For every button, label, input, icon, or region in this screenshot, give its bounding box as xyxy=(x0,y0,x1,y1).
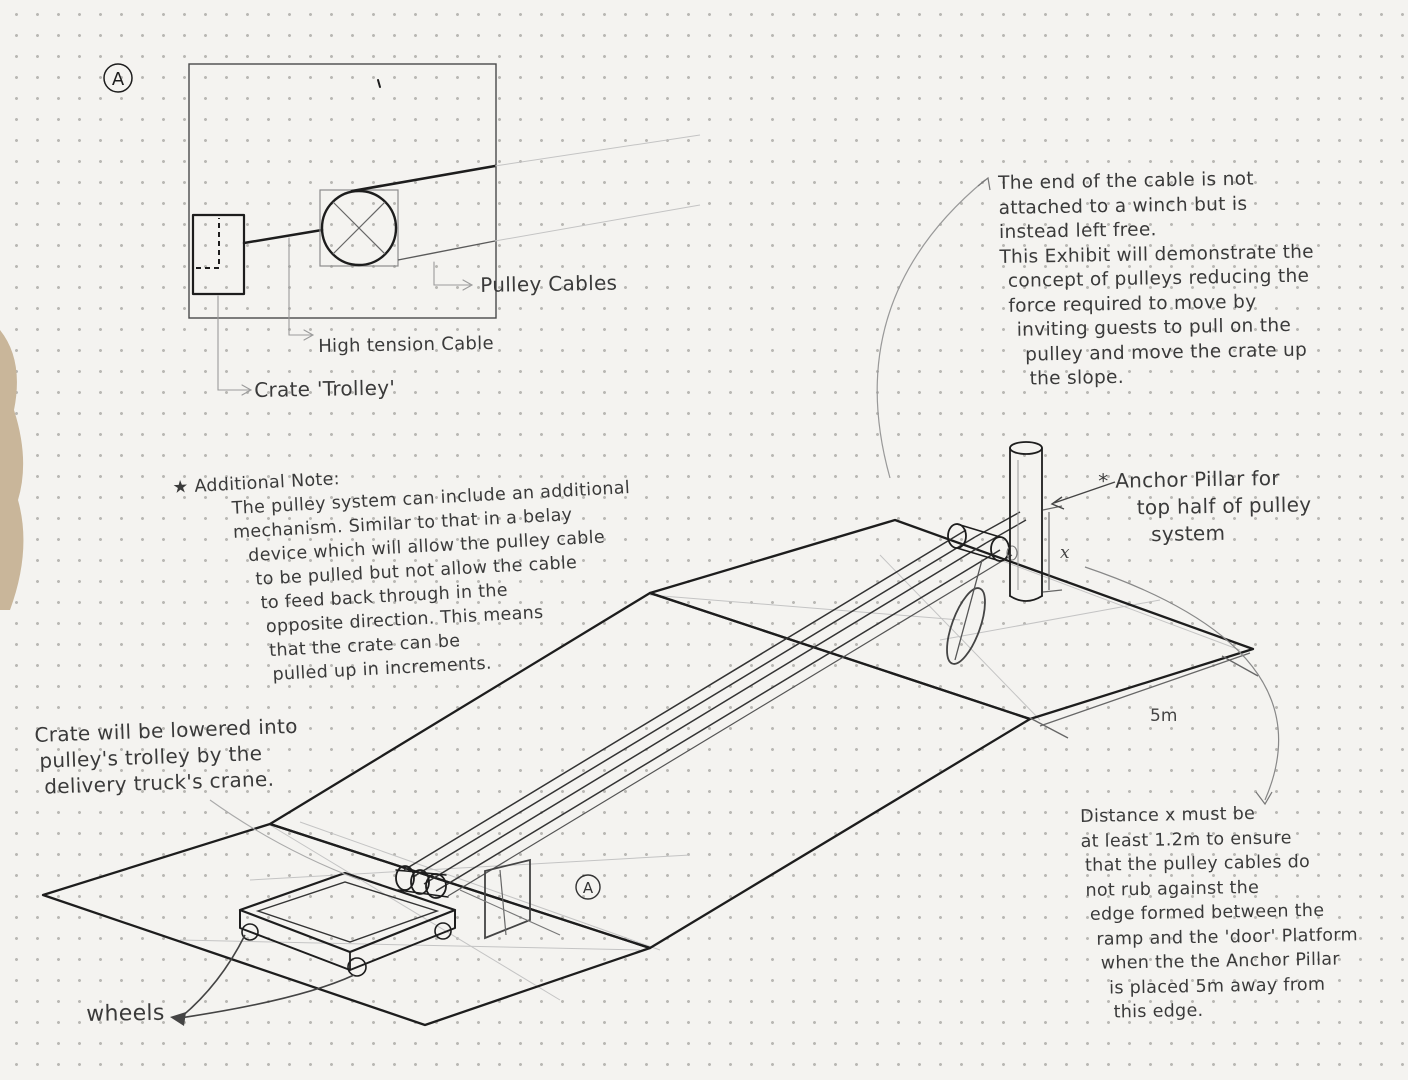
dimension-5m-label: 5m xyxy=(1150,706,1177,726)
bottom-platform xyxy=(41,822,652,1027)
trolley-hidden-edge xyxy=(196,218,220,269)
leader-cable-end xyxy=(876,179,986,479)
dimension-x-label: x xyxy=(1060,543,1070,563)
label-pulley-cables: Pulley Cables xyxy=(480,270,618,297)
crate-trolley-block xyxy=(191,213,246,296)
leader-pillar xyxy=(1053,481,1116,504)
lower-pulley-wheels xyxy=(395,865,449,899)
note-additional: ★ Additional Note: The pulley system can… xyxy=(172,469,631,685)
wheel-right xyxy=(434,922,452,940)
pulley-cable-lower xyxy=(397,240,496,261)
wheel-left xyxy=(241,923,259,941)
pulley-cable-upper xyxy=(350,164,497,193)
wheel-front xyxy=(347,957,367,977)
note-anchor-pillar: * Anchor Pillar for top half of pulley s… xyxy=(1098,465,1312,547)
top-door-platform xyxy=(648,518,1255,721)
free-cable-loop xyxy=(946,559,986,665)
leader-distance xyxy=(1084,566,1280,801)
detail-frame xyxy=(188,63,497,319)
section-a-marker: A xyxy=(459,858,601,940)
note-crate-lowered: Crate will be lowered into pulley's trol… xyxy=(34,713,299,799)
note-cable-end: The end of the cable is not attached to … xyxy=(998,168,1315,390)
detail-label-circle xyxy=(103,63,133,93)
label-crate-trolley: Crate 'Trolley' xyxy=(254,375,396,402)
ramp-assembly: x 5m A xyxy=(41,176,1280,1027)
pulley-cables xyxy=(403,511,1027,897)
leader-wheels xyxy=(179,974,355,1019)
leader-crate xyxy=(209,799,361,881)
crate-trolley xyxy=(238,871,457,977)
high-tension-cable-detail xyxy=(242,228,324,245)
label-wheels: wheels xyxy=(86,1000,165,1027)
note-distance: Distance x must be at least 1.2m to ensu… xyxy=(1080,803,1358,1023)
upper-pulley-wheels xyxy=(947,523,1018,562)
label-high-tension-cable: High tension Cable xyxy=(318,332,495,357)
detail-label-letter: A xyxy=(112,69,125,90)
torn-paper-edge xyxy=(0,330,24,610)
anchor-pillar xyxy=(1009,441,1043,602)
section-a-letter: A xyxy=(583,879,594,897)
detail-view-a: A xyxy=(103,63,701,396)
dimension-5m: 5m xyxy=(1029,652,1259,739)
